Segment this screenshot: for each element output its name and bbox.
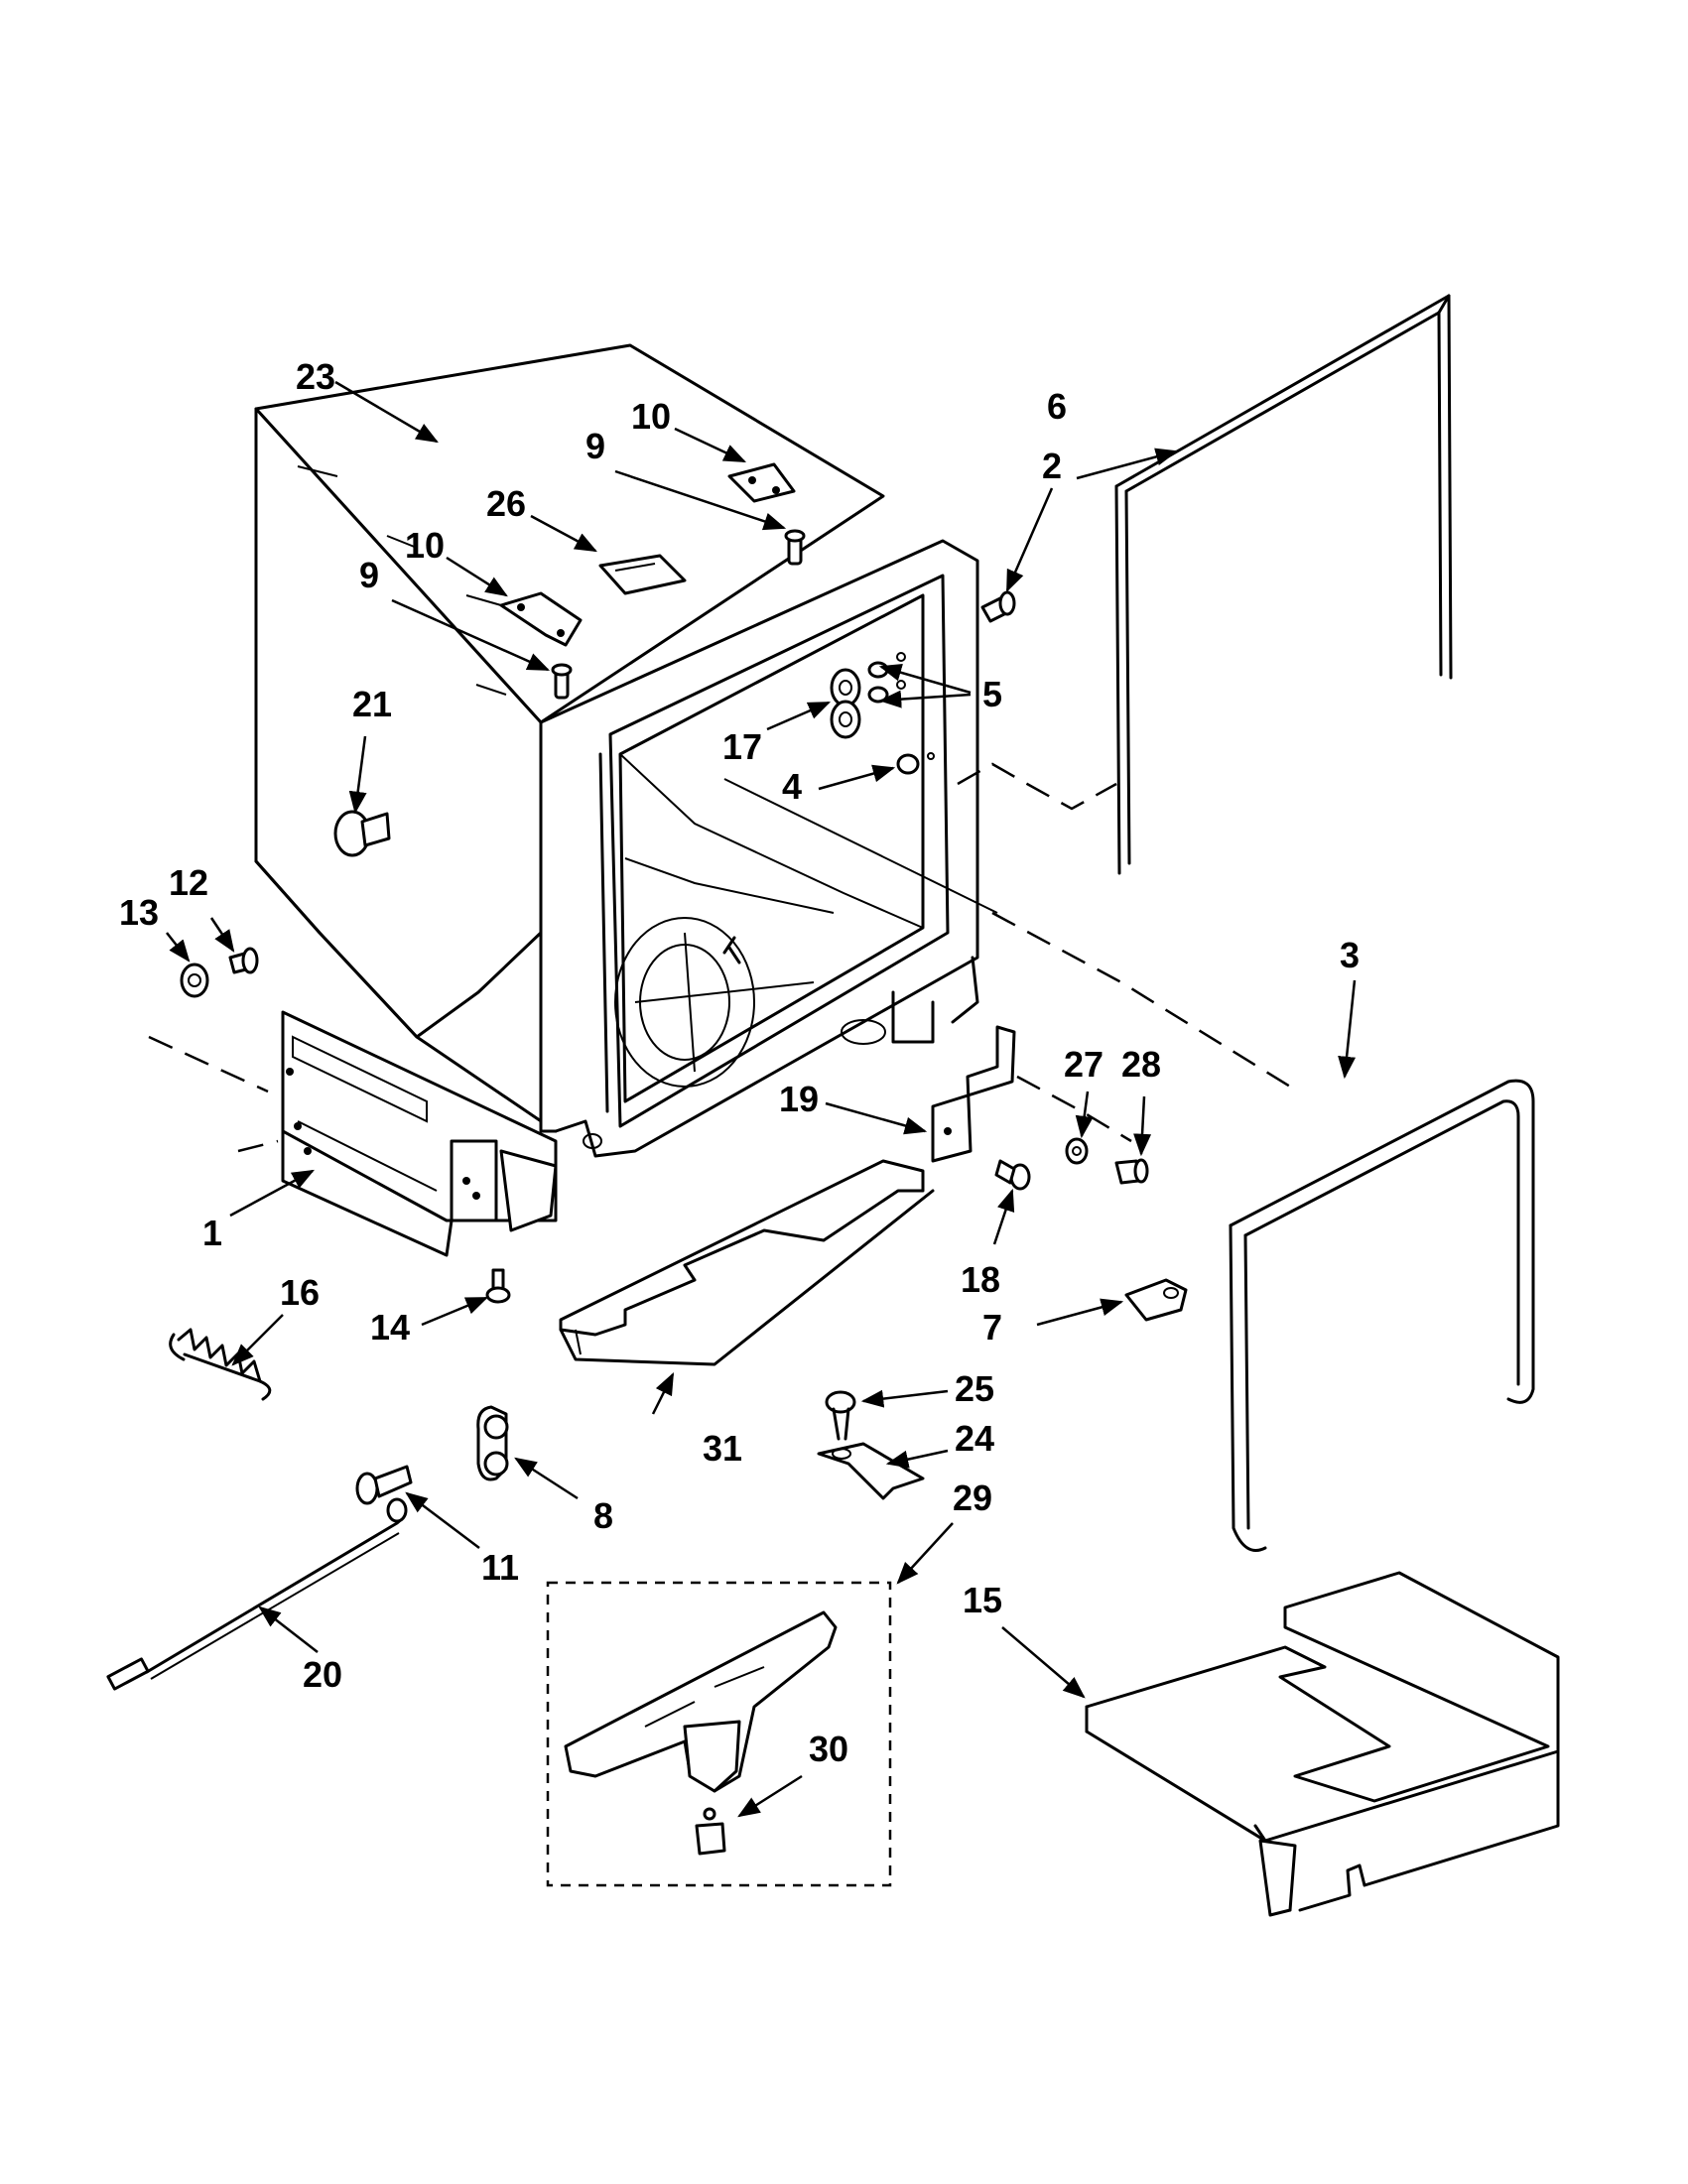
callout-9-lower: 9 bbox=[359, 555, 379, 595]
bracket bbox=[931, 1025, 1016, 1163]
callout-17: 17 bbox=[722, 726, 762, 767]
dash-door-gasket bbox=[957, 762, 1117, 811]
callout-20: 20 bbox=[303, 1654, 342, 1695]
callout-25: 25 bbox=[955, 1368, 994, 1409]
thermostat-bracket bbox=[817, 1442, 925, 1500]
callout-18: 18 bbox=[961, 1259, 1000, 1300]
screw-lower bbox=[551, 663, 573, 700]
rear-roller bbox=[476, 1405, 509, 1481]
dash-tub-line bbox=[991, 911, 1291, 1089]
callout-30: 30 bbox=[809, 1729, 848, 1769]
toe-panel bbox=[559, 1159, 935, 1366]
frame-screw bbox=[228, 947, 259, 974]
door-gasket bbox=[1114, 294, 1453, 875]
nut bbox=[896, 752, 935, 775]
lock-nut bbox=[1065, 1137, 1089, 1165]
callout-leaders bbox=[166, 380, 1357, 1818]
callout-24: 24 bbox=[955, 1418, 994, 1459]
hinge-bracket-upper bbox=[727, 462, 796, 503]
callout-12: 12 bbox=[169, 862, 208, 903]
screw-upper bbox=[784, 529, 806, 566]
callout-10-lower: 10 bbox=[405, 525, 445, 566]
rack-hook bbox=[830, 668, 861, 739]
dash-bracket bbox=[1016, 1075, 1132, 1143]
insulation-blanket bbox=[1085, 1571, 1560, 1917]
callout-9-upper: 9 bbox=[585, 426, 605, 466]
guide-line-tub bbox=[723, 778, 998, 914]
door-clip bbox=[1124, 1278, 1188, 1322]
callout-31: 31 bbox=[703, 1428, 742, 1469]
callout-10-upper: 10 bbox=[631, 396, 671, 437]
callout-5: 5 bbox=[982, 674, 1002, 714]
callout-11: 11 bbox=[481, 1547, 519, 1588]
callout-21: 21 bbox=[352, 684, 392, 724]
tub-assembly bbox=[254, 343, 979, 1257]
callout-6: 6 bbox=[1047, 386, 1067, 427]
callout-2: 2 bbox=[1042, 446, 1062, 486]
callout-1: 1 bbox=[202, 1213, 222, 1253]
ground-wire bbox=[106, 1497, 408, 1691]
callout-13: 13 bbox=[119, 892, 159, 933]
callout-16: 16 bbox=[280, 1272, 320, 1313]
callout-8: 8 bbox=[593, 1495, 613, 1536]
dash-base-frame bbox=[237, 1139, 279, 1153]
callout-15: 15 bbox=[963, 1580, 1002, 1620]
callout-3: 3 bbox=[1340, 935, 1360, 975]
hinge-bracket-lower bbox=[499, 591, 583, 647]
door-spring bbox=[169, 1328, 272, 1401]
callout-labels: 23 10 9 26 10 9 21 6 2 5 17 4 13 12 3 27… bbox=[119, 356, 1360, 1769]
tub-gasket bbox=[1229, 1079, 1535, 1552]
bracket-screw bbox=[994, 1159, 1031, 1191]
callout-23: 23 bbox=[296, 356, 335, 397]
callout-28: 28 bbox=[1121, 1044, 1161, 1085]
callout-27: 27 bbox=[1064, 1044, 1104, 1085]
leveling-foot bbox=[485, 1268, 511, 1304]
label-plate bbox=[598, 554, 687, 595]
callout-19: 19 bbox=[779, 1079, 819, 1119]
frame-nut bbox=[180, 963, 209, 998]
callout-7: 7 bbox=[982, 1307, 1002, 1348]
side-screw bbox=[980, 590, 1016, 623]
dash-rear-frame bbox=[148, 1035, 269, 1093]
thermostat bbox=[825, 1390, 856, 1441]
callout-29: 29 bbox=[953, 1477, 992, 1518]
callout-26: 26 bbox=[486, 483, 526, 524]
callout-14: 14 bbox=[370, 1307, 410, 1348]
callout-4: 4 bbox=[782, 766, 802, 807]
mounting-screw bbox=[1114, 1158, 1149, 1185]
ground-screw bbox=[355, 1465, 413, 1505]
float-assembly-box bbox=[546, 1581, 892, 1887]
